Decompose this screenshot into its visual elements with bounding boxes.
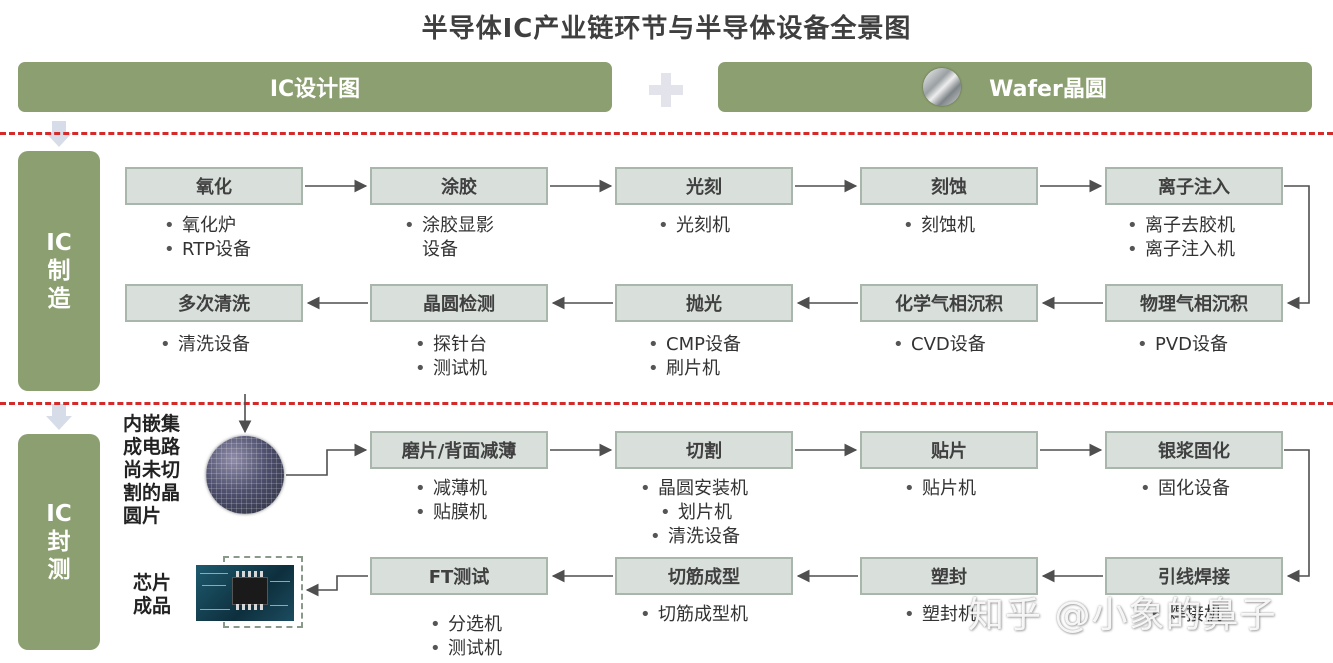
list-item: •清洗设备 [160, 334, 250, 355]
side-label-line: IC [46, 230, 72, 256]
list-item: •测试机 [430, 638, 502, 659]
list-item: •减薄机 [415, 478, 487, 499]
process-box-oxidation: 氧化 [125, 167, 303, 205]
process-box-curing: 银浆固化 [1105, 431, 1283, 469]
equipment-list: •贴片机 [904, 477, 976, 501]
equipment-list: •晶圆安装机 •划片机 •清洗设备 [640, 477, 748, 549]
process-box-lithography: 光刻 [615, 167, 793, 205]
process-box-etching: 刻蚀 [860, 167, 1038, 205]
list-item: •贴片机 [904, 478, 976, 499]
list-item: •分选机 [430, 614, 502, 635]
list-item: •固化设备 [1140, 478, 1230, 499]
equipment-list: •固化设备 [1140, 477, 1230, 501]
list-item: •划片机 [660, 502, 732, 523]
equipment-list: •光刻机 [658, 214, 730, 238]
ic-packaging-sidebar: IC 封 测 [18, 434, 100, 650]
side-label-line: IC [46, 501, 72, 527]
equipment-list: •分选机 •测试机 [430, 613, 502, 661]
ic-manufacturing-sidebar: IC 制 造 [18, 151, 100, 391]
list-item: •氧化炉 [164, 215, 236, 236]
page-title: 半导体IC产业链环节与半导体设备全景图 [421, 14, 912, 44]
side-label-line: 造 [47, 286, 71, 312]
list-item: •塑封机 [904, 604, 976, 625]
process-box-cleaning: 多次清洗 [125, 284, 303, 322]
list-item: •焊接机 [1150, 604, 1222, 625]
list-item: •切筋成型机 [640, 604, 748, 625]
side-label-line: 测 [47, 557, 71, 583]
equipment-list: •CMP设备 •刷片机 [648, 333, 741, 381]
equipment-list: •离子去胶机 •离子注入机 [1127, 214, 1235, 262]
equipment-list: •探针台 •测试机 [415, 333, 487, 381]
list-item: •光刻机 [658, 215, 730, 236]
equipment-list: •减薄机 •贴膜机 [415, 477, 487, 525]
process-box-polishing: 抛光 [615, 284, 793, 322]
process-box-dicing: 切割 [615, 431, 793, 469]
finished-chip-image [196, 565, 294, 621]
list-item: •CMP设备 [648, 334, 741, 355]
list-item-continuation: 设备 [422, 239, 458, 260]
equipment-list: •氧化炉 •RTP设备 [164, 214, 251, 262]
down-arrow-icon [46, 404, 72, 432]
list-item: •刻蚀机 [903, 215, 975, 236]
list-item: •探针台 [415, 334, 487, 355]
process-box-molding: 塑封 [860, 557, 1038, 595]
list-item: •PVD设备 [1137, 334, 1229, 355]
section-divider-top [0, 132, 1333, 135]
equipment-list: •塑封机 [904, 603, 976, 627]
equipment-list: •焊接机 [1150, 603, 1222, 627]
section-divider-bottom [0, 402, 1333, 405]
process-box-pvd: 物理气相沉积 [1105, 284, 1283, 322]
list-item: •清洗设备 [650, 526, 740, 547]
list-item: •贴膜机 [415, 502, 487, 523]
finished-chip-label: 芯片 成品 [133, 572, 172, 617]
side-label-line: 封 [47, 529, 71, 555]
uncut-wafer-image [206, 436, 284, 514]
process-box-cvd: 化学气相沉积 [860, 284, 1038, 322]
uncut-wafer-label: 内嵌集 成电路 尚未切 割的晶 圆片 [123, 413, 181, 527]
wafer-disc-icon [923, 68, 962, 106]
process-box-wire-bonding: 引线焊接 [1105, 557, 1283, 595]
process-box-ion-implant: 离子注入 [1105, 167, 1283, 205]
down-arrow-icon [46, 121, 72, 149]
equipment-list: •涂胶显影 设备 [404, 214, 494, 262]
equipment-list: •切筋成型机 [640, 603, 748, 627]
list-item: •离子注入机 [1127, 239, 1235, 260]
equipment-list: •清洗设备 [160, 333, 250, 357]
list-item: •晶圆安装机 [640, 478, 748, 499]
process-box-die-attach: 贴片 [860, 431, 1038, 469]
side-label-line: 制 [47, 258, 71, 284]
equipment-list: •PVD设备 [1137, 333, 1228, 357]
list-item: •RTP设备 [164, 239, 252, 260]
list-item: •离子去胶机 [1127, 215, 1235, 236]
wafer-bar: Wafer晶圆 [718, 62, 1312, 112]
process-box-grinding: 磨片/背面减薄 [370, 431, 548, 469]
list-item: •刷片机 [648, 358, 720, 379]
equipment-list: •刻蚀机 [903, 214, 975, 238]
watermark: 知乎 @小象的鼻子 [968, 595, 1277, 636]
process-box-trim-form: 切筋成型 [615, 557, 793, 595]
process-box-wafer-inspection: 晶圆检测 [370, 284, 548, 322]
ic-design-label: IC设计图 [269, 77, 361, 102]
equipment-list: •CVD设备 [893, 333, 986, 357]
process-box-coating: 涂胶 [370, 167, 548, 205]
wafer-label: Wafer晶圆 [989, 77, 1107, 102]
list-item: •CVD设备 [893, 334, 986, 355]
plus-icon [646, 70, 686, 110]
list-item: •涂胶显影 [404, 215, 494, 236]
process-box-final-test: FT测试 [370, 557, 548, 595]
list-item: •测试机 [415, 358, 487, 379]
ic-design-bar: IC设计图 [18, 62, 612, 112]
